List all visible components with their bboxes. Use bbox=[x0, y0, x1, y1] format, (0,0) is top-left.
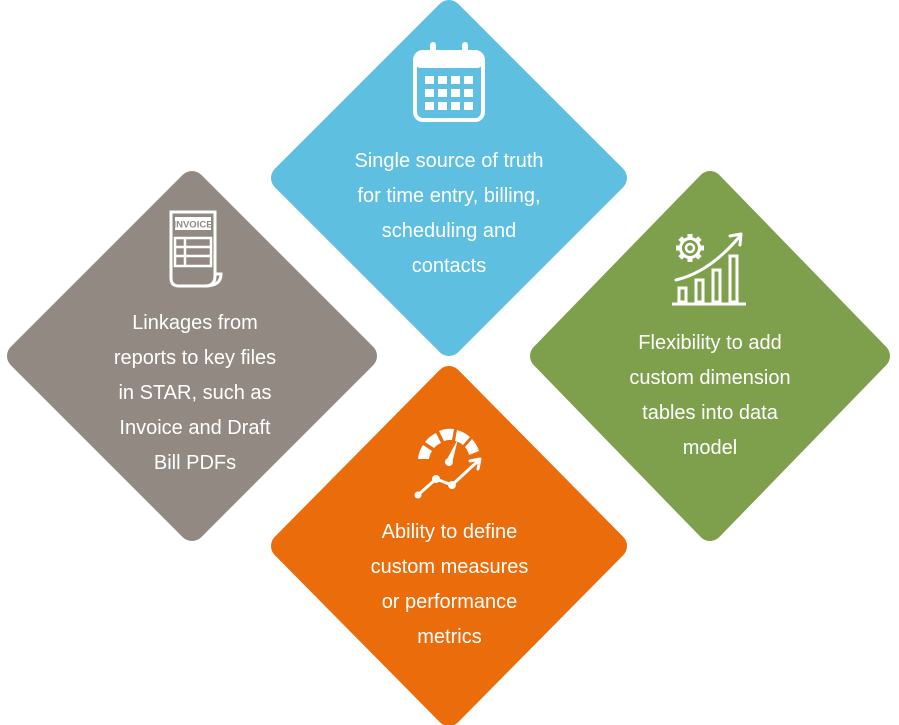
panel-single-source-line-3: scheduling and bbox=[381, 220, 517, 242]
gear-icon bbox=[676, 234, 704, 262]
diamond-right bbox=[530, 171, 890, 541]
panel-single-source-line-4: contacts bbox=[411, 255, 487, 277]
growth-chart-gear-icon bbox=[672, 232, 746, 306]
panel-linkages-line-3: in STAR, such as bbox=[118, 382, 272, 404]
panel-linkages: INVOICE Linkages from reports to key fil… bbox=[70, 210, 320, 481]
panel-ability-line-4: metrics bbox=[417, 626, 482, 648]
invoice-icon: INVOICE bbox=[169, 210, 223, 288]
panel-ability-line-1: Ability to define bbox=[381, 521, 518, 543]
panel-ability: Ability to define custom measures or per… bbox=[322, 425, 577, 655]
diamond-left bbox=[7, 171, 377, 541]
panel-flexibility-line-3: tables into data bbox=[642, 402, 778, 424]
diamond-bottom bbox=[271, 366, 627, 725]
panel-ability-line-3: or performance bbox=[381, 591, 518, 613]
panel-flexibility-line-4: model bbox=[682, 437, 738, 459]
panel-single-source-line-1: Single source of truth bbox=[354, 150, 544, 172]
panel-single-source-line-2: for time entry, billing, bbox=[357, 185, 541, 207]
panel-ability-line-2: custom measures bbox=[370, 556, 529, 578]
calendar-icon bbox=[413, 42, 485, 122]
panel-linkages-line-1: Linkages from bbox=[132, 312, 258, 334]
panel-linkages-line-5: Bill PDFs bbox=[153, 452, 237, 474]
diamond-top bbox=[271, 0, 627, 356]
gauge-performance-icon bbox=[414, 428, 481, 499]
panel-linkages-line-2: reports to key files bbox=[113, 347, 277, 369]
invoice-icon-text: INVOICE bbox=[173, 220, 212, 231]
panel-single-source: Single source of truth for time entry, b… bbox=[318, 40, 580, 284]
panel-linkages-line-4: Invoice and Draft bbox=[119, 417, 271, 439]
panel-flexibility-line-2: custom dimension bbox=[629, 367, 791, 389]
panel-flexibility: Flexibility to add custom dimension tabl… bbox=[585, 228, 835, 466]
panel-flexibility-line-1: Flexibility to add bbox=[638, 332, 782, 354]
